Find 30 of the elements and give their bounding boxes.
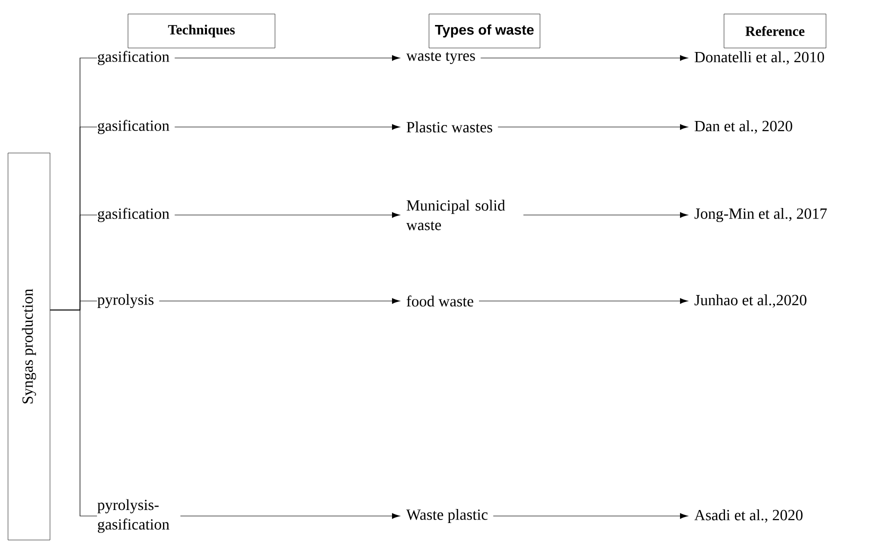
reference-label: Dan et al., 2020 bbox=[694, 120, 792, 134]
arrow bbox=[498, 124, 688, 130]
technique-label: gasification bbox=[98, 208, 170, 222]
technique-label: gasification bbox=[98, 50, 170, 66]
technique-label: pyrolysis- gasification bbox=[97, 499, 170, 533]
process-box: Syngas production bbox=[8, 152, 50, 540]
arrow bbox=[174, 55, 400, 61]
waste-label: Plastic wastes bbox=[406, 122, 492, 132]
arrow bbox=[174, 212, 400, 218]
reference-label: Donatelli et al., 2010 bbox=[694, 51, 824, 65]
technique-label: pyrolysis bbox=[97, 294, 154, 308]
waste-label: food waste bbox=[406, 295, 474, 307]
column-header-box: Techniques bbox=[128, 14, 276, 48]
reference-label: Asadi et al., 2020 bbox=[694, 509, 803, 523]
waste-label: Municipal solid waste bbox=[406, 200, 506, 230]
arrow bbox=[174, 124, 400, 130]
arrow bbox=[478, 298, 688, 304]
reference-label: Junhao et al.,2020 bbox=[694, 294, 806, 308]
arrow bbox=[480, 55, 688, 61]
tree-connector bbox=[50, 310, 98, 516]
arrow bbox=[180, 513, 400, 519]
arrow bbox=[158, 298, 400, 304]
column-header-box: Types of waste bbox=[428, 14, 540, 48]
waste-label: waste tyres bbox=[406, 52, 475, 64]
arrow bbox=[523, 212, 688, 218]
waste-label: Waste plastic bbox=[406, 508, 488, 524]
technique-label: gasification bbox=[98, 120, 170, 134]
reference-label: Jong-Min et al., 2017 bbox=[694, 208, 827, 222]
arrow bbox=[492, 513, 688, 519]
column-header-box: Reference bbox=[724, 14, 826, 48]
